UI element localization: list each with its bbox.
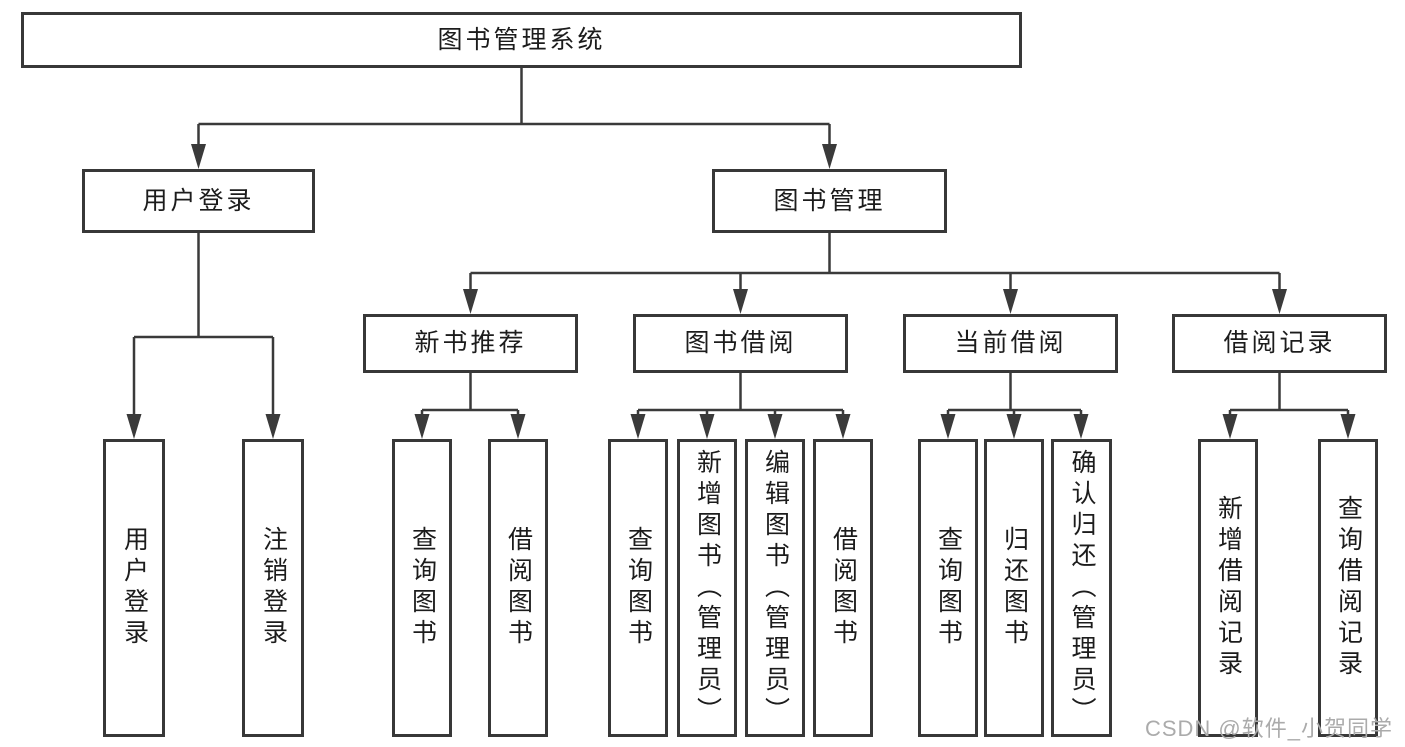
leaf-records-query-record: 查询借阅记录 (1318, 439, 1378, 737)
leaf-records-query-record-label: 查询借阅记录 (1334, 495, 1363, 681)
node-book-borrowing-label: 图书借阅 (684, 329, 797, 357)
leaf-newbook-query-books-label: 查询图书 (408, 526, 437, 650)
leaf-user-login-label: 用户登录 (120, 526, 149, 650)
node-root: 图书管理系统 (21, 12, 1022, 68)
leaf-current-confirm-return-admin-label: 确认归还（管理员） (1068, 448, 1096, 728)
leaf-borrow-add-books-admin: 新增图书（管理员） (677, 439, 737, 737)
leaf-current-query-books: 查询图书 (918, 439, 978, 737)
node-book-management: 图书管理 (712, 169, 947, 233)
csdn-watermark: CSDN @软件_小贺同学 (1144, 716, 1393, 741)
leaf-newbook-borrow-books: 借阅图书 (488, 439, 548, 737)
leaf-logout-label: 注销登录 (259, 526, 288, 650)
leaf-logout: 注销登录 (242, 439, 304, 737)
arrow-heads (126, 144, 1356, 439)
leaf-borrow-edit-books-admin-label: 编辑图书（管理员） (761, 448, 790, 728)
leaf-current-return-books-label: 归还图书 (1000, 526, 1029, 650)
arrow-head-shapes (126, 144, 1356, 439)
leaf-borrow-borrow-books-label: 借阅图书 (829, 526, 858, 650)
node-book-borrowing: 图书借阅 (633, 314, 848, 373)
leaf-borrow-edit-books-admin: 编辑图书（管理员） (745, 439, 805, 737)
node-borrowing-records: 借阅记录 (1172, 314, 1387, 373)
leaf-user-login: 用户登录 (103, 439, 165, 737)
leaf-borrow-query-books-label: 查询图书 (624, 526, 653, 650)
leaf-current-confirm-return-admin: 确认归还（管理员） (1051, 439, 1112, 737)
leaf-borrow-borrow-books: 借阅图书 (813, 439, 873, 737)
leaf-current-return-books: 归还图书 (984, 439, 1044, 737)
node-root-label: 图书管理系统 (437, 25, 606, 54)
leaf-current-query-books-label: 查询图书 (934, 526, 963, 650)
leaf-records-add-record-label: 新增借阅记录 (1214, 495, 1243, 681)
node-current-borrowing: 当前借阅 (903, 314, 1118, 373)
leaf-borrow-add-books-admin-label: 新增图书（管理员） (693, 448, 722, 728)
leaf-borrow-query-books: 查询图书 (608, 439, 668, 737)
node-book-management-label: 图书管理 (773, 186, 886, 215)
node-borrowing-records-label: 借阅记录 (1223, 329, 1336, 357)
leaf-newbook-borrow-books-label: 借阅图书 (504, 526, 533, 650)
node-new-book-recommend-label: 新书推荐 (414, 329, 527, 357)
node-user-login: 用户登录 (82, 169, 315, 233)
node-user-login-label: 用户登录 (142, 186, 255, 215)
leaf-newbook-query-books: 查询图书 (392, 439, 452, 737)
node-new-book-recommend: 新书推荐 (363, 314, 578, 373)
node-current-borrowing-label: 当前借阅 (954, 329, 1067, 357)
leaf-records-add-record: 新增借阅记录 (1198, 439, 1258, 737)
